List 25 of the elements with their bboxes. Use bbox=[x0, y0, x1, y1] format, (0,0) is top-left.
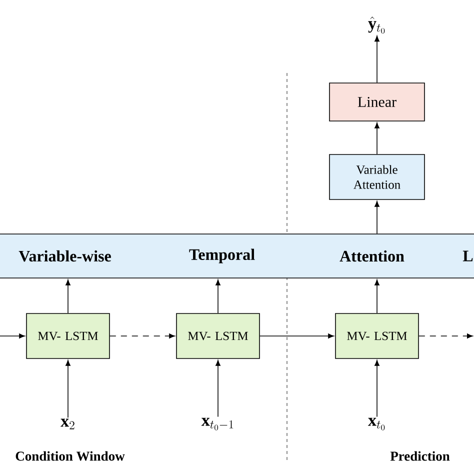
arrow bbox=[216, 360, 220, 418]
linear-box: Linear bbox=[329, 82, 425, 122]
input-symbol: $\mathbf{x}_{t_0}$ bbox=[368, 418, 385, 430]
arrow bbox=[110, 334, 175, 338]
attention-band: Variable-wise Temporal Attention L bbox=[0, 234, 474, 278]
output-symbol: $\hat{\mathbf{y}}_{t_0}$ bbox=[368, 16, 385, 34]
lstm-box: MV- LSTM bbox=[26, 313, 110, 359]
input-symbol: $\mathbf{x}_2$ bbox=[60, 418, 74, 430]
lstm-box: MV- LSTM bbox=[176, 313, 260, 359]
arrow bbox=[66, 280, 70, 314]
arrow bbox=[216, 280, 220, 314]
input-symbol: $\mathbf{x}_{t_0-1}$ bbox=[201, 418, 234, 430]
arrow bbox=[374, 36, 380, 83]
arrow bbox=[260, 334, 334, 338]
arrow bbox=[66, 360, 70, 418]
arrow bbox=[374, 122, 380, 154]
window-label: Condition Window bbox=[16, 451, 125, 461]
arrow bbox=[374, 280, 380, 314]
arrow bbox=[374, 201, 380, 234]
arrow bbox=[374, 360, 380, 418]
attention-box: Variable Attention bbox=[329, 154, 425, 200]
arrow bbox=[0, 334, 25, 338]
window-label: Prediction bbox=[390, 451, 450, 461]
arrow bbox=[418, 334, 473, 338]
lstm-box: MV- LSTM bbox=[335, 313, 419, 359]
